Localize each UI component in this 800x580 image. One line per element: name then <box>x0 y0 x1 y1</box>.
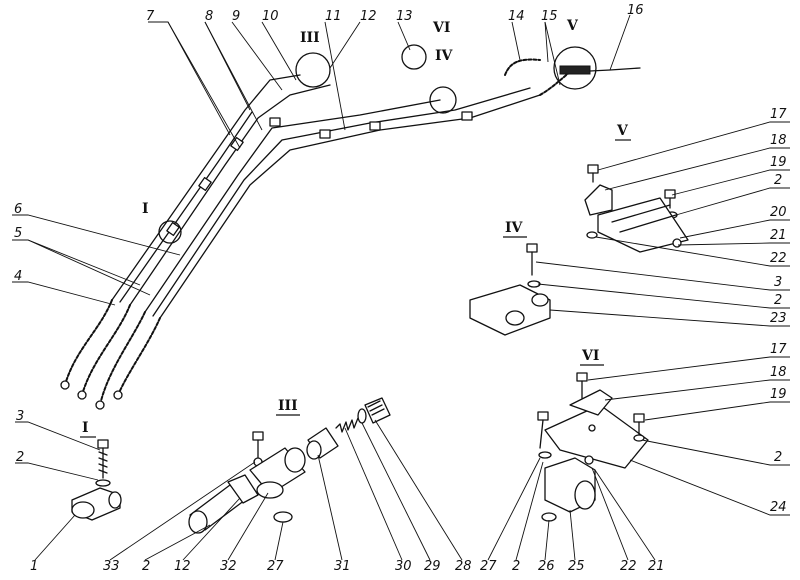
view-label-iii-detail: III <box>278 398 298 414</box>
detail-view-iv: IV <box>469 220 551 336</box>
callout-2-bottom-a: 2 <box>142 559 150 574</box>
callout-32: 32 <box>220 559 237 574</box>
callout-30: 30 <box>395 559 412 574</box>
callout-28: 28 <box>455 559 472 574</box>
callout-12-top: 12 <box>360 9 377 24</box>
view-label-vi-detail: VI <box>581 348 599 364</box>
callout-24: 24 <box>770 500 787 515</box>
callout-19-v: 19 <box>770 155 787 170</box>
callout-22-v: 22 <box>770 251 787 266</box>
callout-14: 14 <box>508 9 525 24</box>
callout-33: 33 <box>103 559 120 574</box>
callout-16: 16 <box>627 3 644 18</box>
view-label-iv-detail: IV <box>505 220 524 236</box>
callout-29: 29 <box>424 559 441 574</box>
view-labels-main: I III VI IV V <box>142 18 579 217</box>
callout-2-vi: 2 <box>774 450 782 465</box>
callout-19-vi: 19 <box>770 387 787 402</box>
callout-18-vi: 18 <box>770 365 787 380</box>
callout-10: 10 <box>262 9 279 24</box>
view-label-iii-main: III <box>300 30 320 46</box>
leader-lines <box>12 14 790 561</box>
callout-3-left: 3 <box>16 409 24 424</box>
detail-view-iii: III <box>188 397 391 534</box>
callout-5: 5 <box>14 226 22 241</box>
callout-9: 9 <box>232 9 240 24</box>
view-label-i-main: I <box>142 201 149 217</box>
callout-2-v: 2 <box>774 173 782 188</box>
callout-22-bottom: 22 <box>620 559 637 574</box>
detail-view-v: V <box>584 123 689 253</box>
view-label-vi-main: VI <box>432 20 450 36</box>
callout-2-bottom-b: 2 <box>512 559 520 574</box>
callout-7: 7 <box>146 9 155 24</box>
callout-27-a: 27 <box>267 559 284 574</box>
callout-21-bottom: 21 <box>648 559 665 574</box>
callout-6: 6 <box>14 202 22 217</box>
callout-26: 26 <box>538 559 555 574</box>
callout-15: 15 <box>541 9 558 24</box>
callout-1: 1 <box>30 559 38 574</box>
callout-18-v: 18 <box>770 133 787 148</box>
callout-17-v: 17 <box>770 107 787 122</box>
callout-21-v: 21 <box>770 228 787 243</box>
callout-2-left: 2 <box>16 450 24 465</box>
view-label-v-main: V <box>566 18 579 34</box>
callout-23: 23 <box>770 311 787 326</box>
callout-numbers: 7 8 9 10 11 12 13 14 15 16 6 5 4 3 2 1 3… <box>14 3 787 574</box>
callout-31: 31 <box>334 559 351 574</box>
view-marker-circles <box>158 44 597 244</box>
callout-27-b: 27 <box>480 559 497 574</box>
callout-12-bottom: 12 <box>174 559 191 574</box>
callout-25: 25 <box>568 559 585 574</box>
callout-3-iv: 3 <box>774 275 782 290</box>
callout-11: 11 <box>325 9 342 24</box>
detail-view-i: I <box>71 420 122 521</box>
view-label-i-detail: I <box>82 420 89 436</box>
callout-4: 4 <box>14 269 22 284</box>
callout-20: 20 <box>770 205 787 220</box>
pipe-assembly <box>60 58 641 410</box>
view-label-v-detail: V <box>616 123 629 139</box>
callout-13: 13 <box>396 9 413 24</box>
detail-view-vi: VI <box>537 348 649 522</box>
callout-8: 8 <box>205 9 213 24</box>
callout-2-iv: 2 <box>774 293 782 308</box>
callout-17-vi: 17 <box>770 342 787 357</box>
view-label-iv-main: IV <box>435 48 454 64</box>
